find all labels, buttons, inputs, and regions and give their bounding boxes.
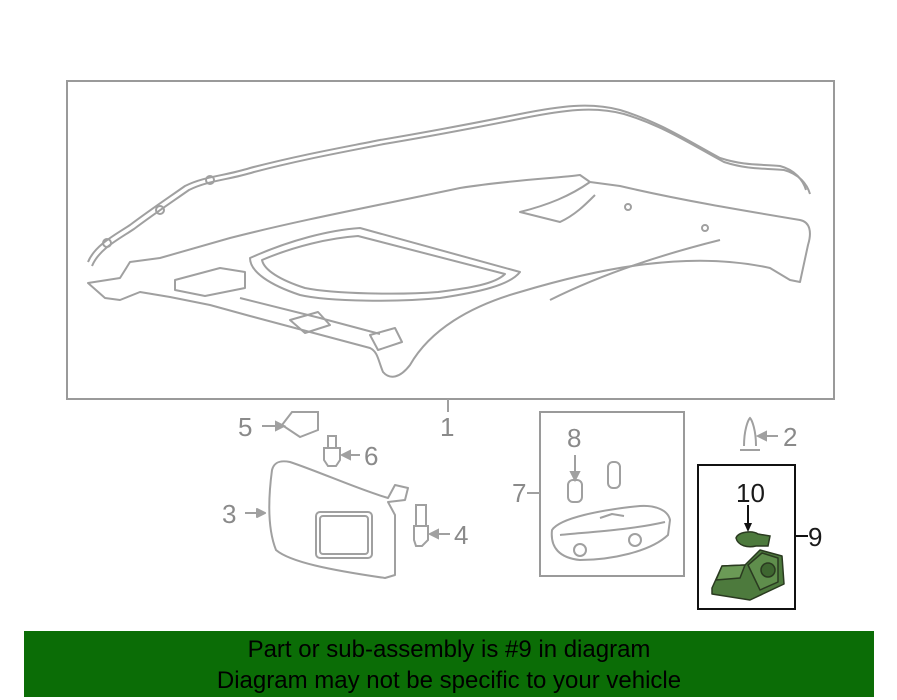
headliner-part[interactable]: [87, 104, 811, 378]
banner-line-1: Part or sub-assembly is #9 in diagram: [247, 636, 651, 663]
bulb-part-10[interactable]: [735, 505, 771, 548]
screw-part-4[interactable]: [413, 504, 450, 547]
screw-part-6[interactable]: [323, 435, 360, 467]
label-7: 7: [512, 478, 526, 508]
clip-part-5[interactable]: [262, 411, 319, 439]
label-10: 10: [736, 478, 765, 508]
label-2: 2: [783, 422, 797, 452]
sun-visor-part-3[interactable]: [245, 460, 409, 579]
label-1: 1: [440, 412, 454, 442]
label-5: 5: [238, 412, 252, 442]
label-6: 6: [364, 441, 378, 471]
info-banner: Part or sub-assembly is #9 in diagram Di…: [24, 631, 874, 697]
label-8: 8: [567, 423, 581, 453]
pin-part-2[interactable]: [740, 416, 778, 451]
bulb-part-8[interactable]: [567, 455, 621, 503]
label-3: 3: [222, 499, 236, 529]
banner-line-2: Diagram may not be specific to your vehi…: [216, 667, 682, 694]
label-9: 9: [808, 522, 822, 552]
map-lamp-frame: [539, 411, 685, 577]
label-4: 4: [454, 520, 468, 550]
map-lamp-part-7[interactable]: [550, 504, 671, 561]
headliner-frame: [66, 80, 835, 400]
dome-lamp-part-9[interactable]: [711, 549, 785, 601]
